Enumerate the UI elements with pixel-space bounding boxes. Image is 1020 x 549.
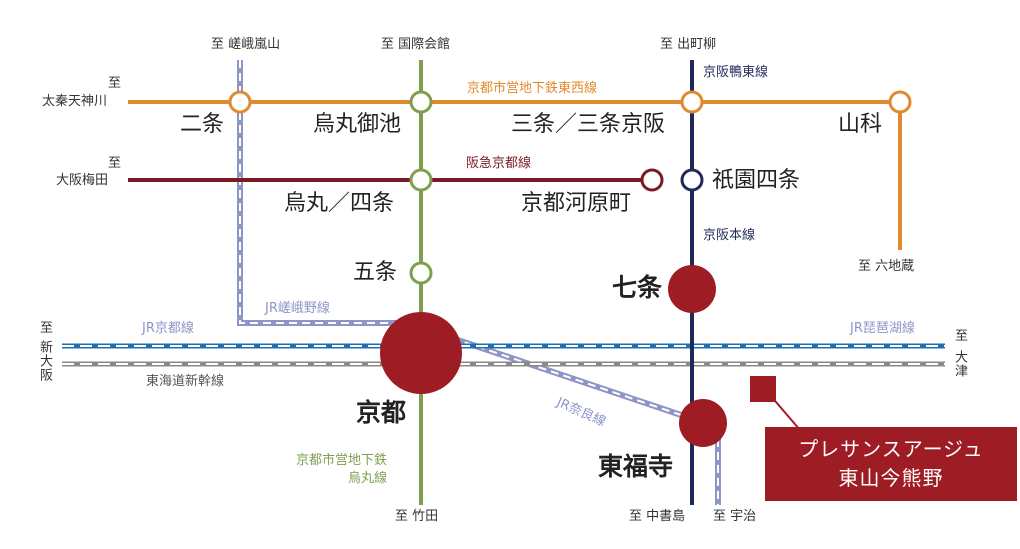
station-kawaramachi-name: 京都河原町 [521, 191, 632, 216]
property-location-marker [750, 376, 776, 402]
jr-sagano-line [237, 60, 400, 326]
station-nijo-marker [228, 90, 252, 114]
dest-jr-west-2: 新大阪 [37, 340, 52, 382]
station-gion-shijo-name: 祇園四条 [712, 168, 801, 193]
dest-hankyu-west-2: 大阪梅田 [56, 173, 109, 188]
station-yamashina-name: 山科 [838, 112, 883, 137]
label-hankyu-line: 阪急京都線 [466, 156, 532, 171]
station-karasuma-shijo-name: 烏丸／四条 [284, 191, 395, 216]
property-name-line1: プレサンスアージュ [798, 437, 984, 461]
station-karasuma-oike-marker [409, 90, 433, 114]
label-jr-biwako-line: JR琵琶湖線 [850, 321, 915, 336]
station-shichijo-name: 七条 [612, 273, 663, 302]
label-karasuma-line: 京都市営地下鉄 烏丸線 [296, 453, 388, 486]
station-sanjo-name: 三条／三条京阪 [511, 112, 666, 137]
dest-nara-south: 至 宇治 [713, 509, 757, 524]
station-yamashina-marker [888, 90, 912, 114]
station-tofukuji-name: 東福寺 [598, 452, 674, 481]
dest-jr-east-1: 至 [955, 329, 969, 344]
station-gojo-name: 五条 [353, 260, 398, 285]
label-shinkansen-line: 東海道新幹線 [146, 374, 225, 389]
dest-karasuma-north: 至 国際会館 [381, 37, 451, 52]
station-karasuma-oike-name: 烏丸御池 [313, 112, 402, 137]
dest-tozai-south: 至 六地蔵 [858, 259, 915, 274]
station-gojo-marker [409, 261, 433, 285]
station-nijo-name: 二条 [180, 112, 225, 137]
dest-sagano-north: 至 嵯峨嵐山 [211, 37, 281, 52]
station-kyoto-name: 京都 [356, 398, 407, 427]
dest-jr-east-2: 大津 [952, 350, 967, 378]
dest-tozai-west-1: 至 [108, 76, 122, 91]
label-jr-sagano-line: JR嵯峨野線 [265, 301, 330, 316]
dest-karasuma-south: 至 竹田 [395, 509, 439, 524]
station-sanjo-marker [680, 90, 704, 114]
dest-keihan-north: 至 出町柳 [660, 37, 717, 52]
station-kyoto-marker [380, 312, 462, 394]
label-keihan-kamo-line: 京阪鴨東線 [703, 65, 769, 80]
dest-hankyu-west-1: 至 [108, 156, 122, 171]
label-keihan-main-line: 京阪本線 [703, 228, 756, 243]
station-shichijo-marker [668, 265, 716, 313]
station-kawaramachi-marker [640, 168, 664, 192]
dest-jr-west-1: 至 [40, 321, 54, 336]
label-tozai-line: 京都市営地下鉄東西線 [467, 81, 598, 96]
station-tofukuji-marker [679, 399, 727, 447]
property-label-box: プレサンスアージュ 東山今熊野 [765, 427, 1017, 501]
station-gion-shijo-marker [680, 168, 704, 192]
station-karasuma-shijo-marker [409, 168, 433, 192]
dest-keihan-south: 至 中書島 [629, 509, 686, 524]
label-jr-kyoto-line: JR京都線 [142, 321, 194, 336]
dest-tozai-west-2: 太秦天神川 [42, 94, 108, 109]
property-name-line2: 東山今熊野 [838, 466, 944, 490]
